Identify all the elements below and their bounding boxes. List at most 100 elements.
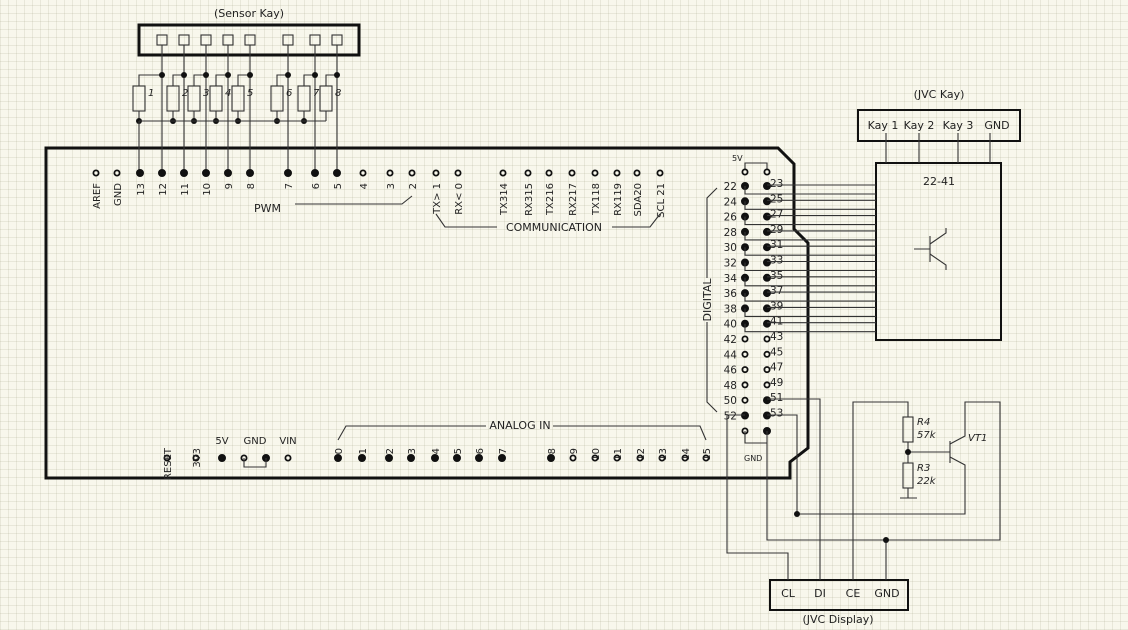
pin-connected [763,289,771,298]
wire-di [767,398,821,580]
resistor-7 [297,85,311,112]
analog-pin-label: 0 [334,448,345,454]
resistor-r3 [902,462,914,489]
pin-open [633,169,641,177]
junction-dot [312,72,318,78]
wire-ce [852,401,909,580]
analog-pin-label: 2 [385,448,396,454]
header-pin-label: 42 [724,334,737,346]
header-pin-label: 50 [724,395,737,407]
pin-open [432,169,440,177]
pin-connected [218,454,226,462]
pin-open [591,454,599,462]
resistor-r4 [902,416,914,443]
power-pin-label: GND [244,436,267,447]
header-pin-label: 49 [770,377,783,389]
5v-jumper [744,162,768,172]
header-pin-label: 36 [724,288,738,300]
bus-wire [744,230,876,241]
top-pin-label: 6 [311,183,322,189]
pin-open [163,454,171,462]
header-pin-label: 38 [724,303,737,315]
pin-open [763,335,771,343]
pin-connected [246,169,254,177]
sensor-pad [222,34,234,46]
analog-pin-label: 10 [591,448,602,461]
sensor-common-bus [138,120,326,173]
jvc-display-pin-label: GND [874,587,899,600]
pin-connected [333,169,341,177]
pin-connected [453,454,461,462]
pin-open [741,396,749,404]
top-pin-label: AREF [92,183,103,209]
wire-cl [726,414,789,580]
sensor-pad [282,34,294,46]
pin-connected [763,212,771,221]
pin-open [569,454,577,462]
resistor-3 [187,85,201,112]
pin-connected [763,243,771,252]
resistor-1 [132,85,146,112]
power-pin-label: VIN [279,436,296,447]
pin-open [454,169,462,177]
junction-dot [794,511,800,517]
pin-connected [334,454,342,462]
header-pin-label: 22 [724,181,737,193]
junction-dot [883,537,889,543]
resistor-label: 6 [286,88,292,99]
top-pin-label: 12 [158,183,169,196]
digital-bracket [706,187,718,413]
arduino-board-outline [44,146,810,480]
communication-label: COMMUNICATION [506,221,602,234]
pin-connected [763,258,771,267]
pin-open [524,169,532,177]
header-pin-label: 46 [724,365,738,377]
pin-connected [136,169,144,177]
module-22-41-box [875,162,1002,341]
pin-open [113,169,121,177]
analog-pin-label: 1 [358,448,369,454]
power-pin-label: RESET [163,447,174,480]
analog-pin-label: 12 [636,448,647,461]
pin-open [763,381,771,389]
top-pin-label: 8 [246,183,257,189]
pin-open [568,169,576,177]
pin-open [763,168,771,176]
resistor-label: 5 [247,88,253,99]
top-pin-label: TX118 [591,183,602,216]
top-pin-label: TX> 1 [432,183,443,215]
top-pin-label: 3 [386,183,397,189]
pin-open [702,454,710,462]
resistor-8 [319,85,333,112]
jvc-key-pin-label: Kay 1 [868,119,899,132]
jvc-key-pin-label: GND [984,119,1009,132]
junction-dot [203,72,209,78]
header-pin-label: 51 [770,392,783,404]
analog-pin-label: 3 [407,448,418,454]
resistor-label: 4 [225,88,231,99]
power-pin-label: 3V3 [192,448,203,468]
pin-connected [180,169,188,177]
sensor-pad [200,34,212,46]
pin-open [681,454,689,462]
analog-in-label: ANALOG IN [489,419,550,432]
pin-open [613,454,621,462]
top-pin-label: 11 [180,183,191,196]
analog-pin-label: 11 [613,448,624,461]
resistor-label: 3 [203,88,209,99]
sensor-key-box [137,23,361,57]
pin-open [499,169,507,177]
top-pin-label: SCL 21 [656,183,667,218]
pin-open [741,350,749,358]
resistor-2 [166,85,180,112]
pin-connected [763,197,771,206]
analog-pin-label: 8 [547,448,558,454]
pin-open [658,454,666,462]
pwm-label: PWM [254,202,281,215]
header-pin-label: 29 [770,224,783,236]
wire-53-emitter [767,414,966,515]
digital-label: DIGITAL [701,278,714,322]
bus-wire [744,184,876,195]
resistor-label: 7 [313,88,320,99]
